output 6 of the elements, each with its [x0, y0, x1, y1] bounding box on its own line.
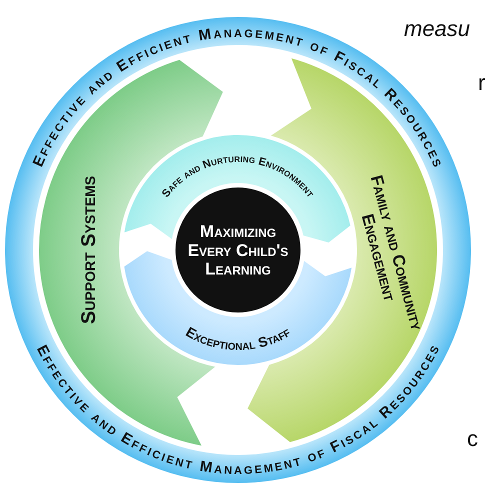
text-fragment: measu: [404, 18, 470, 40]
band-label: Support Systems: [78, 176, 100, 324]
text-fragment: r: [478, 72, 486, 94]
text-fragment: c: [467, 428, 478, 450]
ring-text: Exceptional Staff: [183, 323, 293, 354]
center-label: Maximizing Every Child's Learning: [188, 222, 288, 279]
